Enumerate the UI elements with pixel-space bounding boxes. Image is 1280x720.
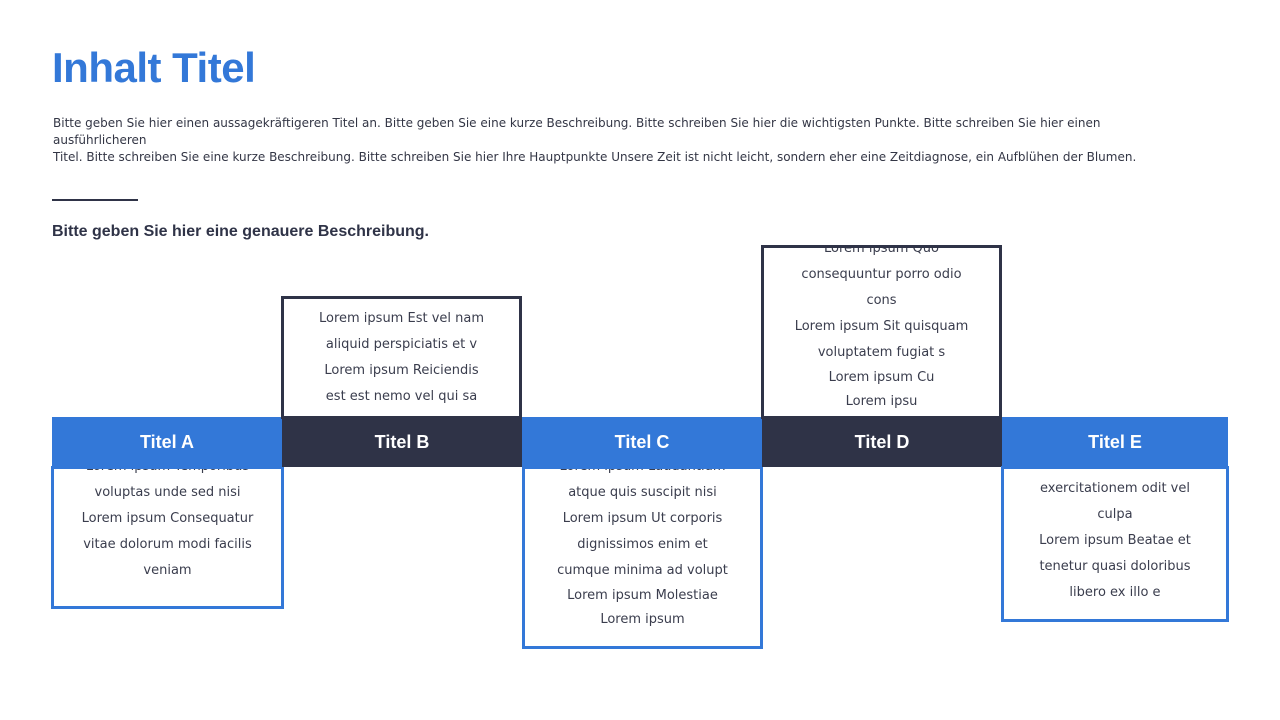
step-a-text: vitae dolorum modi facilis [83,537,252,552]
intro-line: Titel. Bitte schreiben Sie eine kurze Be… [53,150,1137,164]
step-b-title: Titel B [374,431,430,452]
step-c-text: atque quis suscipit nisi [568,485,717,500]
step-d-title: Titel D [854,431,910,452]
step-c-text: Lorem ipsum Laudantium [559,466,726,474]
step-b-text: Lorem ipsum Reiciendis [324,362,479,378]
step-d-box: Lorem ipsum Quo consequuntur porro odio … [761,245,1002,419]
divider [52,199,138,201]
step-c-text: Lorem ipsum [600,612,685,627]
step-c-text: Lorem ipsum Molestiae [567,588,718,603]
step-d-text: Lorem ipsu [845,394,918,409]
intro-text: Bitte geben Sie hier einen aussagekräfti… [53,115,1163,166]
step-d-header: Titel D [762,417,1002,467]
step-e-text: libero ex illo e [1069,585,1161,600]
step-a-header: Titel A [52,417,282,467]
step-d-text: Lorem ipsum Sit quisquam [794,319,969,334]
step-d-text: Lorem ipsum Cu [828,370,935,385]
step-a-text: voluptas unde sed nisi [94,485,241,500]
step-a-title: Titel A [139,431,194,452]
page-title: Inhalt Titel [52,44,256,91]
step-e-text: exercitationem odit vel [1040,481,1190,496]
step-e-text: culpa [1097,507,1133,522]
step-e-box: Lorem ipsum Aut ut exercitationem odit v… [1001,466,1229,622]
step-b-text: aliquid perspiciatis et v [325,336,478,352]
step-c-title: Titel C [614,431,670,452]
step-c-text: cumque minima ad volupt [557,563,728,578]
step-a-box: Lorem ipsum Temporibus voluptas unde sed… [51,466,284,609]
step-a-text: Lorem ipsum Consequatur [81,511,254,526]
section-subtitle: Bitte geben Sie hier eine genauere Besch… [52,223,429,240]
step-b-text: Lorem ipsum Est vel nam [318,310,484,326]
step-d-text: voluptatem fugiat s [817,345,946,360]
step-a-text: veniam [143,563,192,578]
step-c-text: Lorem ipsum Ut corporis [562,511,723,526]
step-b-text: est est nemo vel qui sa [325,388,478,404]
step-e-header: Titel E [1002,417,1228,467]
step-c-text: dignissimos enim et [577,537,708,552]
step-e-text: tenetur quasi doloribus [1039,559,1191,574]
step-c-header: Titel C [522,417,762,467]
step-b-box: Lorem ipsum Est vel nam aliquid perspici… [281,296,522,419]
step-e-title: Titel E [1088,431,1142,452]
intro-line: Bitte geben Sie hier einen aussagekräfti… [53,116,1101,147]
step-d-text: cons [866,293,897,308]
step-d-text: consequuntur porro odio [801,267,962,282]
step-b-header: Titel B [282,417,522,467]
step-e-text: Lorem ipsum Aut ut [1051,469,1179,476]
step-e-text: Lorem ipsum Beatae et [1039,533,1191,548]
step-d-text: Lorem ipsum Quo [824,245,939,256]
step-a-text: Lorem ipsum Temporibus [85,466,250,474]
step-c-box: Lorem ipsum Laudantium atque quis suscip… [522,466,763,649]
